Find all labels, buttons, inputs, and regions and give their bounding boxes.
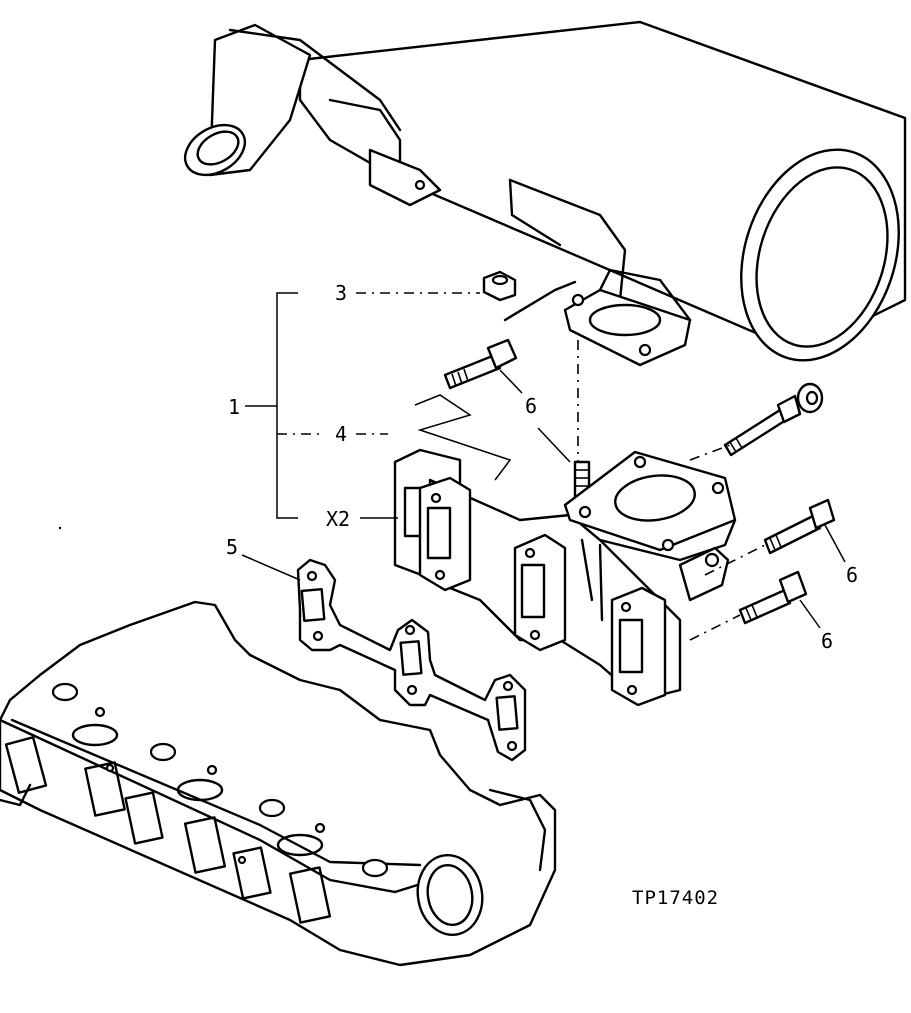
callout-x2: X2 — [326, 507, 350, 531]
exhaust-manifold — [393, 448, 737, 707]
flange-nut — [482, 270, 517, 302]
callout-6-top: 6 — [525, 394, 537, 418]
callout-4: 4 — [335, 422, 347, 446]
callout-5: 5 — [226, 535, 238, 559]
cap-screw-right-lower — [738, 570, 808, 625]
nut-leader-line — [503, 280, 577, 322]
figure-id: TP17402 — [632, 887, 719, 909]
callout-6-middle: 6 — [846, 563, 858, 587]
scan-speck — [58, 526, 62, 530]
muffler — [183, 20, 907, 367]
lock-nut-right — [796, 382, 824, 414]
cap-screw-right-middle — [763, 498, 836, 555]
callout-3: 3 — [335, 281, 347, 305]
cap-screw-right-upper — [723, 394, 802, 457]
cap-screw-top — [443, 338, 518, 390]
callout-6-lower: 6 — [821, 629, 833, 653]
cylinder-head — [0, 600, 557, 967]
manifold-gasket — [296, 558, 527, 762]
callout-leaders — [241, 292, 846, 641]
callout-1: 1 — [228, 395, 240, 419]
